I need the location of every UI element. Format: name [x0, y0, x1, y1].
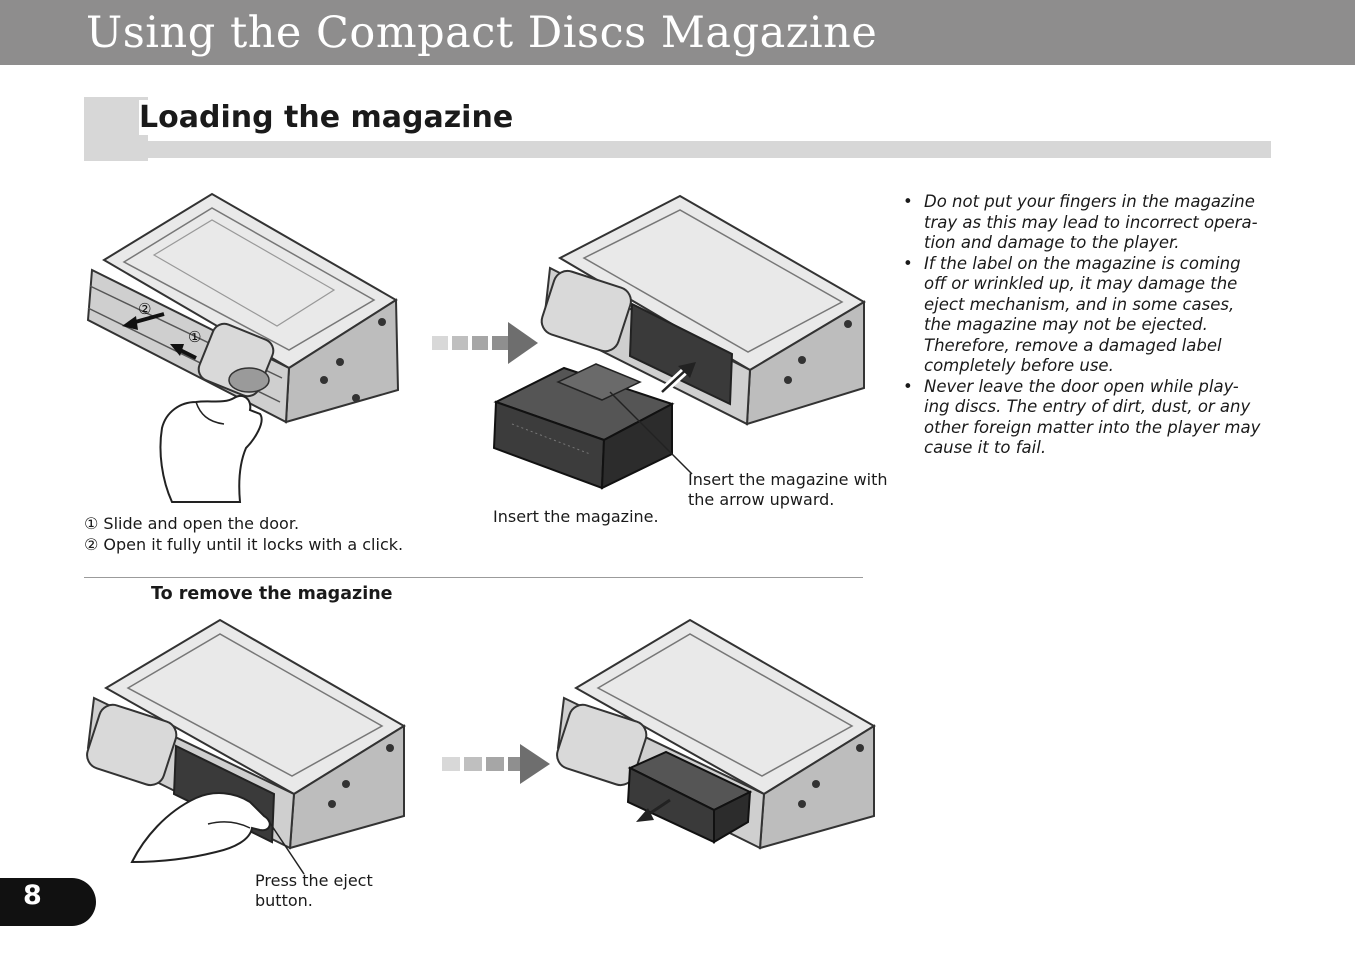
figure-press-eject: [86, 618, 406, 875]
insert-arrow-icon: [659, 362, 696, 395]
flow-arrow-icon: [432, 322, 538, 364]
remove-subheading: To remove the magazine: [151, 584, 393, 604]
step1-caption-line2: ② Open it fully until it locks with a cl…: [84, 535, 404, 554]
note-line: tray as this may lead to incorrect opera…: [924, 212, 1258, 232]
step-marker-1: ①: [188, 328, 201, 346]
page-number-tab: [0, 878, 96, 926]
step2-callout-line1: Insert the magazine with: [688, 470, 888, 489]
eject-callout-line1: Press the eject: [255, 871, 373, 890]
bullet-icon: •: [903, 376, 913, 396]
note-line: eject mechanism, and in some cases,: [924, 294, 1235, 314]
note-item: • If the label on the magazine is coming…: [903, 254, 1283, 377]
step2-callout-line2: the arrow upward.: [688, 490, 835, 509]
magazine-illustration: [626, 750, 753, 844]
step1-caption-line1: ① Slide and open the door.: [84, 514, 300, 533]
note-line: the magazine may not be ejected.: [924, 315, 1208, 334]
arrow-icon: [122, 312, 197, 360]
note-line: ing discs. The entry of dirt, dust, or a…: [924, 397, 1251, 416]
cd-changer-open-illustration: [540, 194, 866, 426]
callout-line: [609, 391, 693, 475]
page-number: 8: [23, 880, 42, 911]
cd-changer-illustration: [86, 192, 400, 424]
bullet-icon: •: [903, 253, 913, 273]
callout-line: [267, 819, 305, 875]
note-line: Never leave the door open while play-: [924, 376, 1239, 396]
flow-arrow-icon: [442, 744, 550, 784]
note-item: • Never leave the door open while play- …: [903, 377, 1283, 459]
eject-arrow-icon: [636, 798, 671, 822]
section-heading: Loading the magazine: [84, 97, 1271, 161]
note-line: Therefore, remove a damaged label: [924, 335, 1222, 355]
hand-icon: [130, 792, 271, 864]
title-bar: Using the Compact Discs Magazine: [0, 0, 1355, 65]
note-line: other foreign matter into the player may: [924, 417, 1261, 437]
caution-notes: • Do not put your fingers in the magazin…: [903, 192, 1283, 459]
figure-open-door: ② ①: [86, 192, 400, 503]
hand-icon: [159, 394, 263, 503]
magazine-illustration: [492, 363, 675, 490]
note-line: completely before use.: [924, 356, 1114, 375]
step-marker-2: ②: [138, 300, 151, 318]
step2-caption: Insert the magazine.: [493, 507, 659, 526]
cd-changer-open-illustration: [86, 618, 406, 850]
note-line: If the label on the magazine is coming: [924, 253, 1241, 273]
bullet-icon: •: [903, 192, 913, 211]
figure-insert-magazine: [492, 194, 866, 490]
note-line: tion and damage to the player.: [924, 233, 1180, 252]
section-heading-band: [84, 141, 1271, 158]
page-title: Using the Compact Discs Magazine: [86, 8, 878, 58]
figure-magazine-ejected: [556, 618, 876, 850]
note-item: • Do not put your fingers in the magazin…: [903, 192, 1283, 254]
section-title: Loading the magazine: [139, 100, 520, 135]
section-divider: [84, 577, 863, 578]
note-line: off or wrinkled up, it may damage the: [924, 274, 1238, 293]
eject-callout-line2: button.: [255, 891, 313, 910]
note-line: cause it to fail.: [924, 438, 1047, 457]
note-line: Do not put your fingers in the magazine: [924, 192, 1255, 211]
